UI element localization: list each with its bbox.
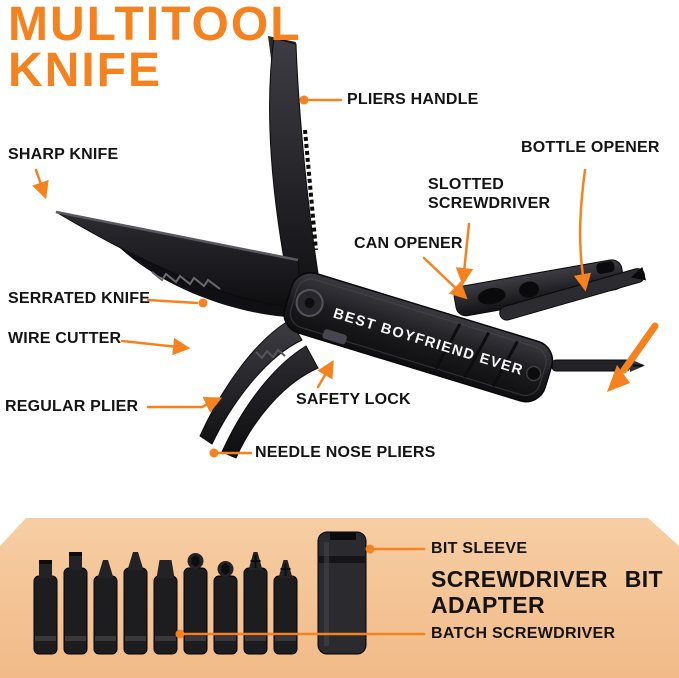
callout-serrated-knife: SERRATED KNIFE — [8, 290, 151, 307]
callout-bottle-opener: BOTTLE OPENER — [521, 139, 660, 156]
leader-needle-nose-pliers — [209, 448, 253, 458]
adapter-line2: ADAPTER — [431, 591, 545, 618]
leader-safety-lock — [316, 359, 334, 389]
leader-pliers-handle — [299, 95, 343, 105]
safety-lock-slider — [322, 329, 347, 345]
plier-jaws — [199, 319, 319, 459]
bit-phillips — [243, 552, 268, 655]
bit-flat — [93, 560, 118, 655]
label-bit-sleeve: BIT SLEEVE — [431, 540, 528, 557]
knife-blades — [55, 210, 303, 318]
leader-slotted-screwdriver — [455, 222, 474, 286]
leader-batch-screwdriver — [175, 629, 426, 639]
leader-regular-plier — [146, 397, 223, 413]
bit-torx — [183, 553, 208, 655]
callout-pliers-handle: PLIERS HANDLE — [347, 91, 479, 108]
callout-needle-nose-pliers: NEEDLE NOSE PLIERS — [255, 444, 436, 461]
label-screwdriver-bit-adapter: SCREWDRIVER BIT ADAPTER — [431, 566, 663, 619]
screwdriver-bits — [33, 531, 367, 655]
label-batch-screwdriver: BATCH SCREWDRIVER — [431, 625, 616, 642]
can-opener-tool — [499, 266, 647, 321]
leader-bottle-opener — [573, 168, 592, 292]
bit-flat — [123, 552, 148, 655]
handle: BEST BOYFRIEND EVER — [283, 272, 554, 403]
leader-can-opener — [422, 256, 468, 300]
callout-can-opener: CAN OPENER — [354, 235, 463, 252]
bit-hex — [63, 552, 88, 655]
bit-sleeve-cylinder — [317, 531, 367, 655]
bit-chisel — [153, 560, 178, 655]
leader-bit-sleeve — [365, 544, 426, 554]
page-title-line1: MULTITOOL — [8, 0, 302, 51]
leader-lines — [32, 95, 659, 639]
big-arrow — [607, 322, 659, 392]
leader-sharp-knife — [32, 168, 49, 200]
adapter-line1: SCREWDRIVER BIT — [431, 566, 663, 592]
callout-wire-cutter: WIRE CUTTER — [8, 330, 122, 347]
page-title-line2: KNIFE — [8, 43, 162, 97]
callout-slotted-screwdriver: SLOTTED SCREWDRIVER — [428, 176, 551, 212]
leader-serrated-knife — [146, 298, 208, 308]
callout-safety-lock: SAFETY LOCK — [296, 391, 411, 408]
leader-wire-cutter — [120, 337, 191, 356]
callout-regular-plier: REGULAR PLIER — [5, 398, 139, 415]
callout-sharp-knife: SHARP KNIFE — [8, 146, 119, 163]
lanyard-hole — [525, 365, 542, 382]
page-title: MULTITOOL KNIFE — [8, 0, 302, 97]
bit-hex — [33, 560, 58, 655]
